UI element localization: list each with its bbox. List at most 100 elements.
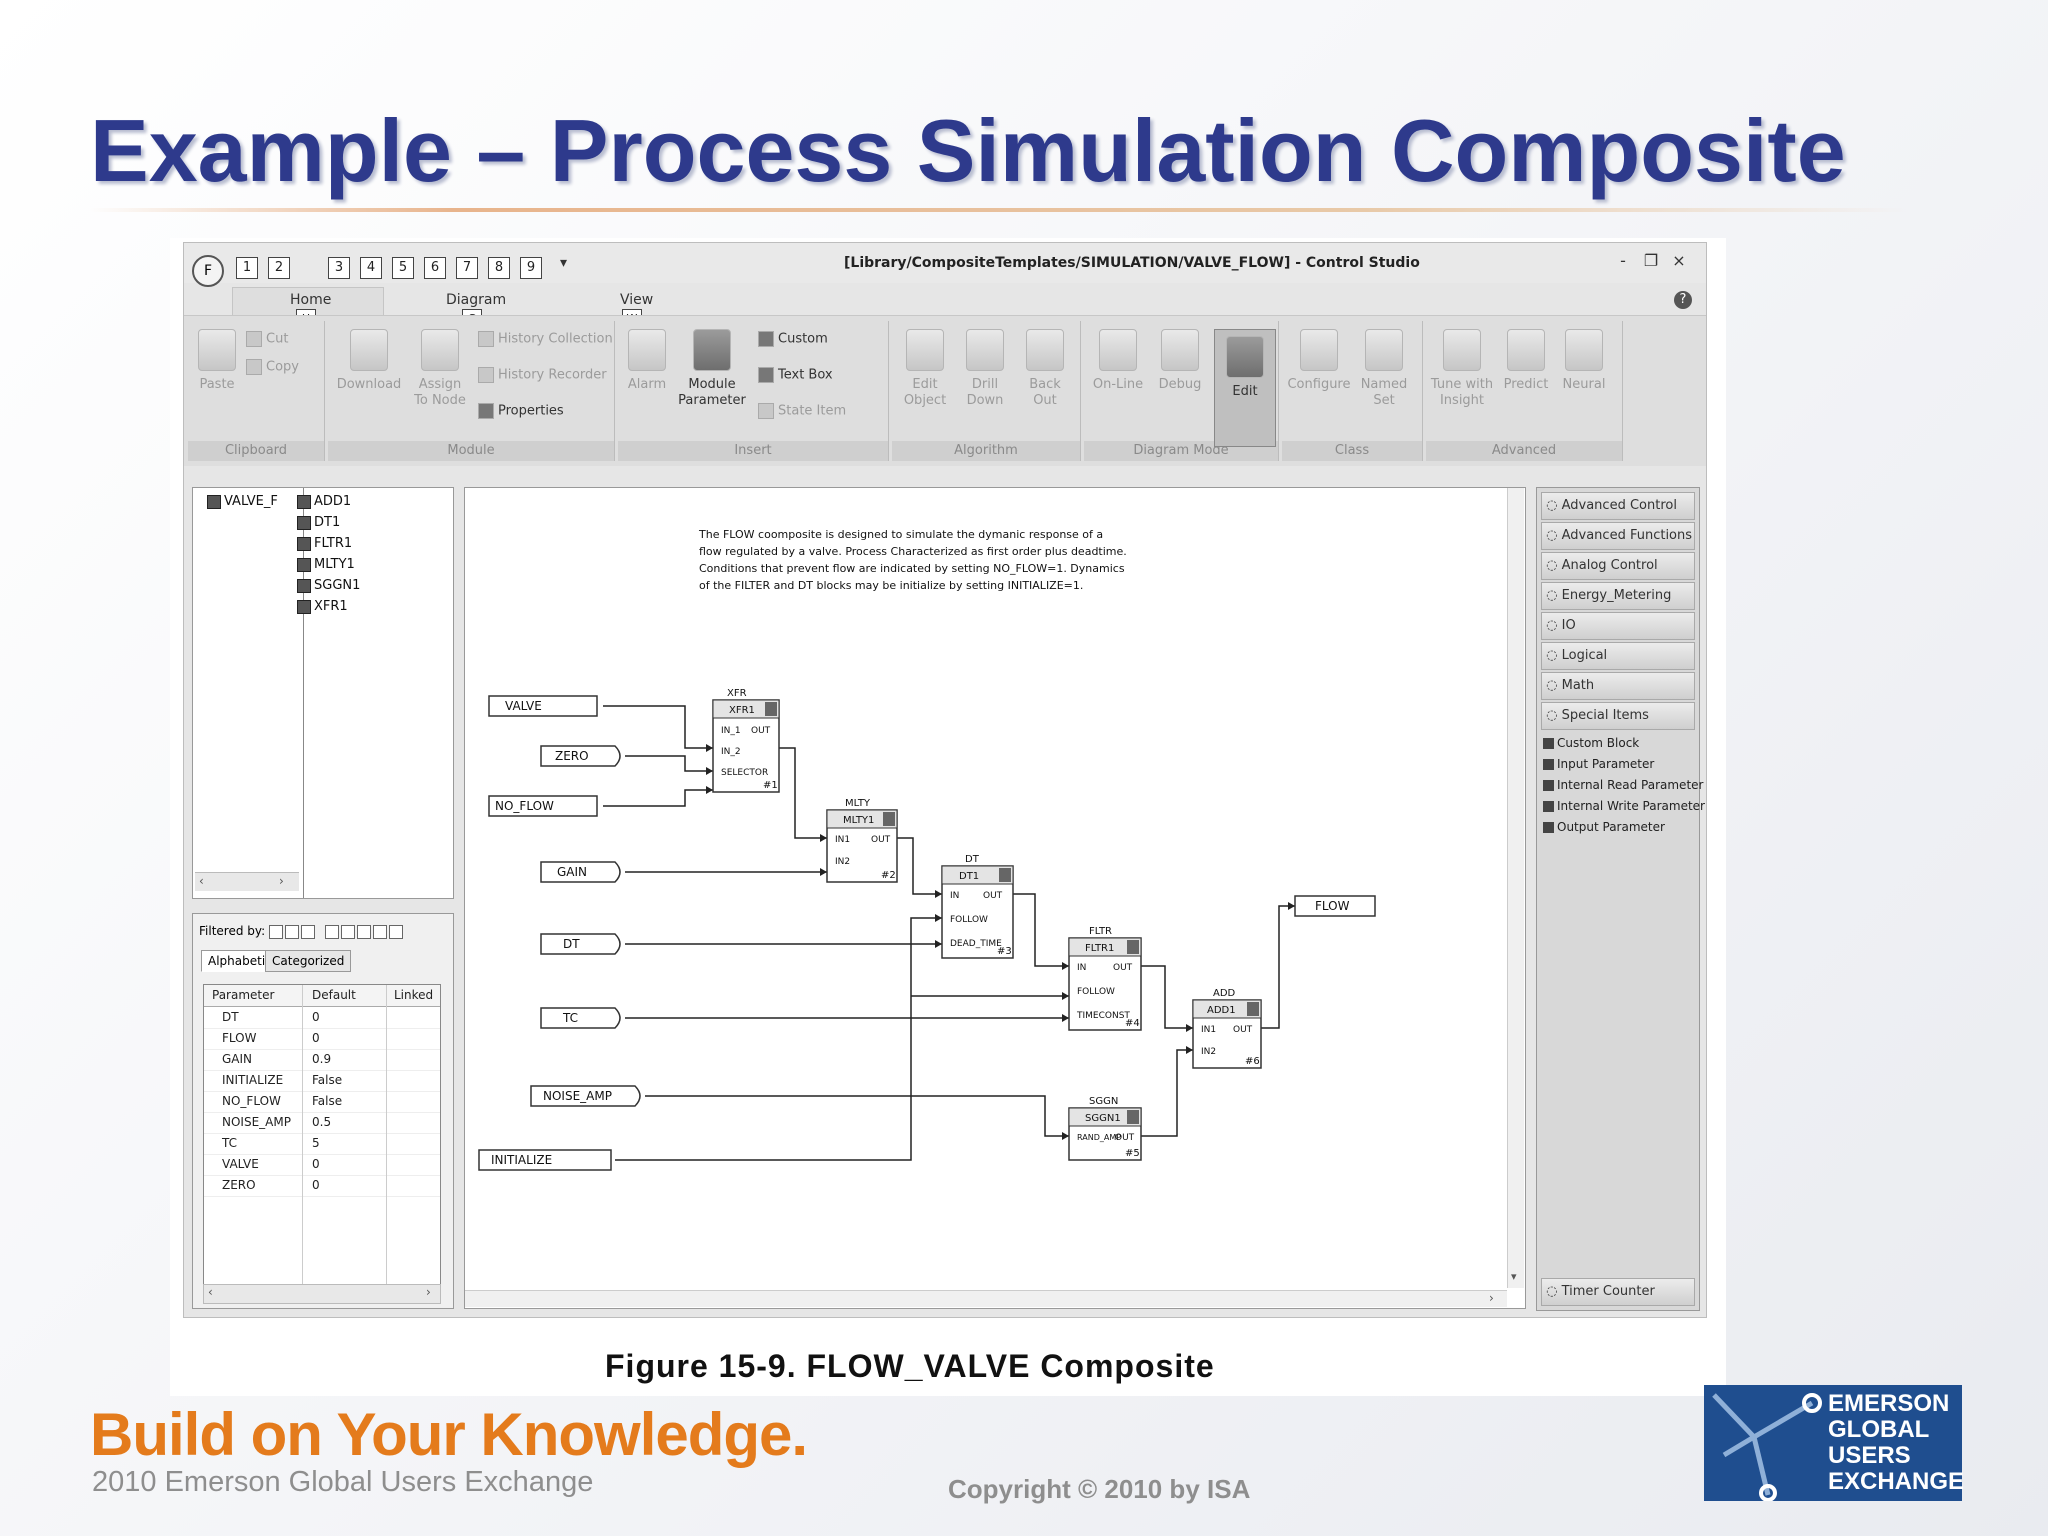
library-item[interactable]: Custom Block — [1543, 736, 1639, 750]
alarm-button[interactable]: Alarm — [624, 329, 670, 393]
tree-splitter[interactable] — [303, 488, 304, 898]
quick-access-dropdown-icon[interactable]: ▾ — [560, 255, 568, 271]
scroll-right-icon[interactable]: › — [1489, 1291, 1494, 1305]
quick-access-5[interactable]: 5 — [392, 257, 414, 279]
header-linked[interactable]: Linked — [394, 988, 434, 1002]
parameter-default[interactable]: False — [312, 1073, 343, 1087]
parameter-default[interactable]: 0 — [312, 1010, 320, 1024]
quick-access-6[interactable]: 6 — [424, 257, 446, 279]
scroll-left-icon[interactable]: ‹ — [199, 874, 204, 888]
library-item[interactable]: Internal Read Parameter — [1543, 778, 1703, 792]
palette-io[interactable]: ◌ IO — [1541, 612, 1695, 640]
scroll-right-icon[interactable]: › — [279, 874, 284, 888]
diagram-horizontal-scrollbar[interactable]: › — [465, 1290, 1507, 1307]
filter-checkbox[interactable] — [356, 924, 371, 939]
palette-math[interactable]: ◌ Math — [1541, 672, 1695, 700]
quick-access-7[interactable]: 7 — [456, 257, 478, 279]
diagram-canvas[interactable]: The FLOW coomposite is designed to simul… — [464, 487, 1526, 1309]
state-item-button[interactable]: State Item — [758, 403, 846, 420]
help-icon[interactable]: ? — [1674, 291, 1692, 309]
properties-button[interactable]: Properties — [478, 403, 564, 420]
parameter-default[interactable]: 0 — [312, 1031, 320, 1045]
tree-block-item[interactable]: ADD1 — [297, 494, 351, 509]
tree-block-item[interactable]: SGGN1 — [297, 578, 360, 593]
tab-diagram[interactable]: Diagram — [446, 292, 507, 308]
library-item[interactable]: Input Parameter — [1543, 757, 1654, 771]
scroll-down-icon[interactable]: ▾ — [1511, 1270, 1517, 1283]
filter-checkbox[interactable] — [340, 924, 355, 939]
tree-horizontal-scrollbar[interactable]: ‹ › — [195, 872, 299, 891]
palette-advanced-control[interactable]: ◌ Advanced Control — [1541, 492, 1695, 520]
history-collection-button[interactable]: History Collection — [478, 331, 613, 348]
palette-logical[interactable]: ◌ Logical — [1541, 642, 1695, 670]
paste-button[interactable]: Paste — [194, 329, 240, 393]
tree-block-item[interactable]: MLTY1 — [297, 557, 355, 572]
parameter-default[interactable]: 5 — [312, 1136, 320, 1150]
tab-home[interactable]: Home — [290, 292, 332, 308]
predict-button[interactable]: Predict — [1498, 329, 1554, 393]
history-recorder-button[interactable]: History Recorder — [478, 367, 607, 384]
parameter-default[interactable]: False — [312, 1094, 343, 1108]
header-parameter[interactable]: Parameter — [212, 988, 275, 1002]
library-item[interactable]: Output Parameter — [1543, 820, 1665, 834]
copy-button[interactable]: Copy — [246, 359, 299, 376]
quick-access-4[interactable]: 4 — [360, 257, 382, 279]
custom-button[interactable]: Custom — [758, 331, 828, 348]
app-menu-button[interactable]: F — [192, 255, 224, 287]
filter-checkbox[interactable] — [388, 924, 403, 939]
tab-view[interactable]: View — [620, 292, 654, 308]
quick-access-2[interactable]: 2 — [268, 257, 290, 279]
neural-button[interactable]: Neural — [1556, 329, 1612, 393]
restore-button[interactable]: ❐ — [1643, 251, 1659, 270]
parameter-default[interactable]: 0 — [312, 1178, 320, 1192]
tab-alphabetic[interactable]: Alphabetic — [201, 950, 279, 972]
header-default[interactable]: Default — [312, 988, 356, 1002]
edit-mode-button[interactable]: Edit — [1214, 329, 1276, 447]
filter-checkbox[interactable] — [285, 924, 299, 939]
quick-access-9[interactable]: 9 — [520, 257, 542, 279]
scroll-right-icon[interactable]: › — [426, 1285, 431, 1299]
download-button[interactable]: Download — [334, 329, 404, 393]
close-button[interactable]: × — [1672, 251, 1686, 270]
quick-access-8[interactable]: 8 — [488, 257, 510, 279]
tree-root[interactable]: VALVE_F — [207, 494, 278, 509]
palette-advanced-functions[interactable]: ◌ Advanced Functions — [1541, 522, 1695, 550]
palette-analog-control[interactable]: ◌ Analog Control — [1541, 552, 1695, 580]
minimize-button[interactable]: - — [1620, 251, 1626, 270]
tree-block-item[interactable]: DT1 — [297, 515, 340, 530]
filter-checkbox[interactable] — [301, 924, 315, 939]
cut-button[interactable]: Cut — [246, 331, 288, 348]
configure-button[interactable]: Configure — [1286, 329, 1352, 393]
online-button[interactable]: On-Line — [1088, 329, 1148, 393]
debug-button[interactable]: Debug — [1150, 329, 1210, 393]
filter-checkbox[interactable] — [324, 924, 339, 939]
parameter-default[interactable]: 0.9 — [312, 1052, 332, 1066]
tree-block-item[interactable]: FLTR1 — [297, 536, 352, 551]
param-horizontal-scrollbar[interactable]: ‹ › — [203, 1284, 441, 1304]
text-box-button[interactable]: Text Box — [758, 367, 833, 384]
library-item[interactable]: Internal Write Parameter — [1543, 799, 1705, 813]
diagram-vertical-scrollbar[interactable]: ▾ — [1507, 488, 1524, 1288]
palette-timer-counter[interactable]: ◌ Timer Counter — [1541, 1278, 1695, 1306]
filter-checkbox[interactable] — [372, 924, 387, 939]
parameter-default[interactable]: 0 — [312, 1157, 320, 1171]
tree-block-item[interactable]: XFR1 — [297, 599, 348, 614]
palette-energy-metering[interactable]: ◌ Energy_Metering — [1541, 582, 1695, 610]
scroll-left-icon[interactable]: ‹ — [208, 1285, 213, 1299]
palette-special-items[interactable]: ◌ Special Items — [1541, 702, 1695, 730]
